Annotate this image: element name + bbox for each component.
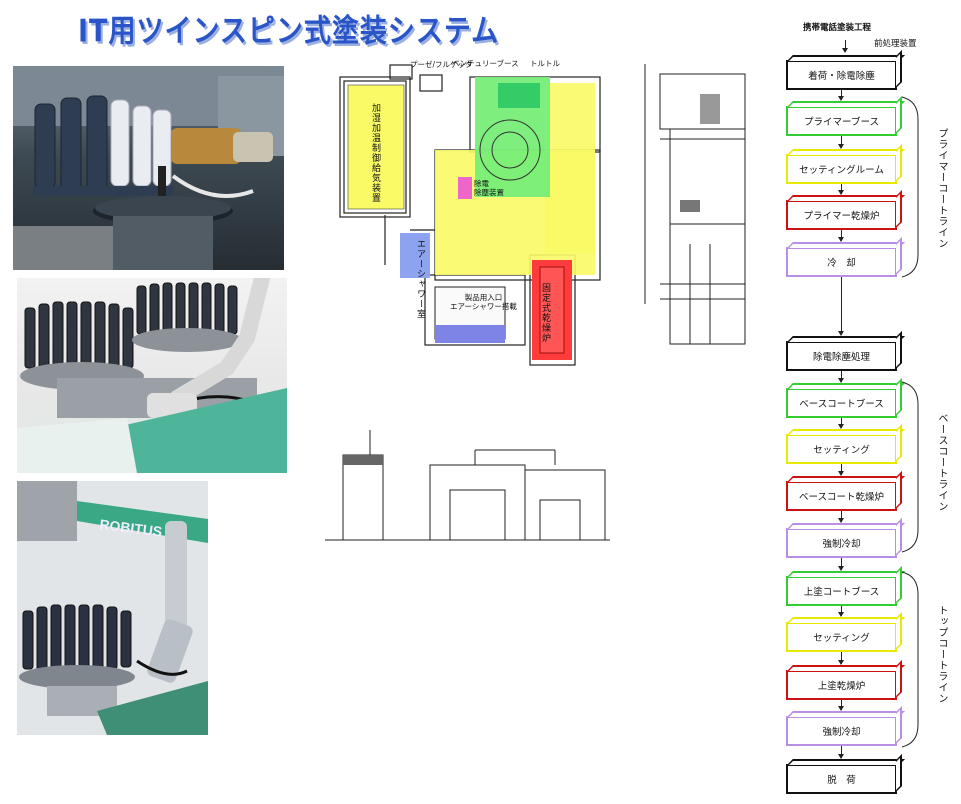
flow-step-label: セッティングルーム bbox=[799, 165, 884, 176]
flow-step: 脱 荷 bbox=[786, 764, 897, 794]
label-venturi: ベンチュリーブース bbox=[452, 59, 519, 68]
flow-step: セッティング bbox=[786, 434, 897, 464]
label-air-shower: エアーシャワー室 bbox=[415, 239, 425, 319]
flow-arrow bbox=[838, 511, 844, 523]
floor-plan-drawing bbox=[339, 64, 601, 366]
flow-step-label: ベースコートブース bbox=[799, 399, 884, 410]
flow-step-label: セッティング bbox=[813, 633, 870, 644]
group-label-base: ベースコートライン bbox=[936, 413, 947, 512]
flow-step-label: ベースコート乾燥炉 bbox=[798, 492, 885, 503]
flow-arrow bbox=[838, 371, 844, 383]
flow-step-label: セッティング bbox=[813, 445, 870, 456]
label-entrance: 製品用入口 エアーシャワー搭載 bbox=[450, 293, 517, 311]
robitus-label: ROBITUS bbox=[99, 516, 163, 540]
flow-step-label: プライマー乾燥炉 bbox=[803, 211, 880, 222]
flow-arrow bbox=[838, 90, 844, 101]
flow-step: 着荷・除電除塵 bbox=[786, 60, 897, 90]
brace-primer bbox=[901, 96, 919, 278]
label-dryer: 固定式乾燥炉 bbox=[540, 283, 550, 343]
group-label-primer: プライマーコートライン bbox=[936, 128, 947, 249]
flow-arrow bbox=[838, 136, 844, 149]
photo-twin-carousel bbox=[17, 278, 287, 473]
flow-arrow bbox=[838, 606, 844, 617]
flow-step-label: 除電除塵処理 bbox=[812, 352, 870, 363]
flow-arrow bbox=[838, 184, 844, 195]
brace-base bbox=[901, 381, 919, 553]
group-label-top: トップコートライン bbox=[936, 605, 947, 704]
front-elevation bbox=[325, 430, 610, 545]
flow-step-label: 上塗コートブース bbox=[803, 587, 880, 598]
flow-arrow bbox=[838, 230, 844, 242]
flow-step-label: 強制冷却 bbox=[822, 727, 861, 738]
flow-arrow bbox=[838, 418, 844, 429]
flow-arrow bbox=[838, 652, 844, 665]
label-turntable: トルトル bbox=[530, 59, 560, 68]
brace-top bbox=[901, 571, 919, 748]
flow-step: 上塗コートブース bbox=[786, 576, 897, 606]
label-humidity: 加湿加温制御給気装置 bbox=[370, 103, 380, 203]
flow-arrow bbox=[838, 464, 844, 476]
flow-step: 上塗乾燥炉 bbox=[786, 670, 897, 700]
flow-step: ベースコートブース bbox=[786, 388, 897, 418]
flow-step: 冷 却 bbox=[786, 247, 897, 277]
flow-step-label: 脱 荷 bbox=[827, 775, 856, 786]
label-ionizer: 除電 除塵装置 bbox=[474, 179, 504, 197]
side-elevation bbox=[640, 64, 750, 374]
flow-step: セッティング bbox=[786, 622, 897, 652]
flow-step: セッティングルーム bbox=[786, 154, 897, 184]
flow-step: 除電除塵処理 bbox=[786, 341, 897, 371]
photo-phone-spinner bbox=[13, 66, 284, 270]
flow-step: ベースコート乾燥炉 bbox=[786, 481, 897, 511]
flow-step-label: 強制冷却 bbox=[822, 539, 861, 550]
photo-robitus-robot: ROBITUS bbox=[17, 481, 208, 735]
flow-step-label: 着荷・除電除塵 bbox=[808, 71, 875, 82]
flow-step-label: 上塗乾燥炉 bbox=[817, 681, 866, 692]
page-title: IT用ツインスピン式塗装システム bbox=[78, 14, 500, 50]
flow-title: 携帯電話塗装工程 bbox=[803, 23, 872, 33]
flow-arrow bbox=[838, 558, 844, 571]
flow-step-label: プライマーブース bbox=[804, 117, 879, 128]
flow-step-label: 冷 却 bbox=[827, 258, 856, 269]
floor-plan: プーゼ/フルゲッタ ベンチュリーブース トルトル 加湿加温制御給気装置 除電 除… bbox=[330, 55, 620, 385]
flow-entry-arrow bbox=[842, 40, 848, 53]
flow-step: 強制冷却 bbox=[786, 528, 897, 558]
flow-arrow bbox=[838, 277, 844, 336]
label-precoater: プーゼ/フルゲッタ bbox=[410, 60, 473, 69]
flow-arrow bbox=[838, 700, 844, 711]
flow-arrow bbox=[838, 746, 844, 759]
flow-subtitle: 前処理装置 bbox=[874, 39, 917, 49]
flow-step: 強制冷却 bbox=[786, 716, 897, 746]
flow-step: プライマーブース bbox=[786, 106, 897, 136]
flow-step: プライマー乾燥炉 bbox=[786, 200, 897, 230]
